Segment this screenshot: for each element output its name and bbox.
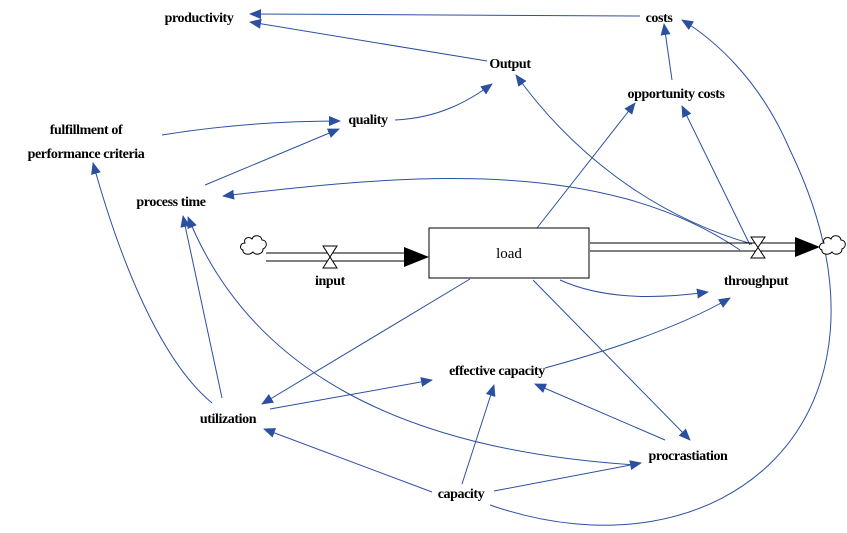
stock-box	[428, 227, 590, 279]
throughput-flow-arrowhead	[795, 237, 820, 257]
throughput-flow	[590, 235, 846, 259]
input-source-cloud-icon	[240, 235, 267, 255]
var-utilization: utilization	[200, 412, 257, 427]
var-fulfillment-line2: performance criteria	[28, 147, 145, 162]
link-utilization-fulfillment	[91, 162, 213, 404]
input-flow	[240, 235, 429, 269]
var-capacity: capacity	[438, 487, 485, 502]
link-effective-capacity-throughput	[544, 297, 731, 369]
var-effective-capacity: effective capacity	[449, 364, 545, 379]
link-throughput-process-time	[222, 178, 741, 251]
var-process-time: process time	[136, 195, 205, 210]
link-output-productivity	[249, 18, 488, 62]
var-throughput: throughput	[724, 274, 789, 289]
link-procrastiation-process-time	[187, 216, 637, 466]
input-valve-icon	[322, 245, 338, 269]
throughput-sink-cloud-icon	[819, 235, 846, 255]
link-costs-productivity	[249, 9, 641, 20]
link-capacity-costs	[489, 19, 832, 526]
var-opportunity-costs: opportunity costs	[627, 87, 725, 102]
variables: productivity costs Output opportunity co…	[28, 11, 790, 502]
var-output: Output	[489, 57, 531, 72]
input-flow-arrowhead	[404, 247, 429, 267]
var-input: input	[315, 274, 346, 289]
link-capacity-procrastiation	[493, 460, 642, 492]
link-load-throughput	[559, 279, 709, 299]
link-quality-output	[394, 83, 493, 121]
link-process-time-quality	[204, 128, 340, 186]
link-load-procrastiation	[532, 279, 691, 441]
link-load-utilization	[261, 278, 471, 405]
link-load-opportunity-costs	[536, 102, 636, 229]
link-throughput-opportunity-costs	[681, 105, 751, 246]
var-costs: costs	[646, 11, 674, 26]
var-procrastiation: procrastiation	[649, 449, 729, 464]
link-throughput-output	[515, 74, 753, 245]
link-utilization-process-time	[180, 215, 223, 399]
causal-links	[91, 9, 832, 526]
link-procrastiation-effective-capacity	[534, 383, 666, 441]
var-fulfillment-line1: fulfillment of	[50, 123, 123, 138]
link-capacity-effective-capacity	[461, 384, 496, 485]
var-productivity: productivity	[165, 11, 234, 26]
link-capacity-utilization	[263, 428, 433, 493]
throughput-valve-icon	[750, 236, 766, 259]
var-quality: quality	[348, 113, 388, 128]
link-fulfillment-quality	[161, 116, 341, 136]
stock-label: load	[496, 246, 522, 262]
link-opportunity-costs-costs	[660, 23, 673, 81]
stock-load: load	[428, 227, 590, 279]
